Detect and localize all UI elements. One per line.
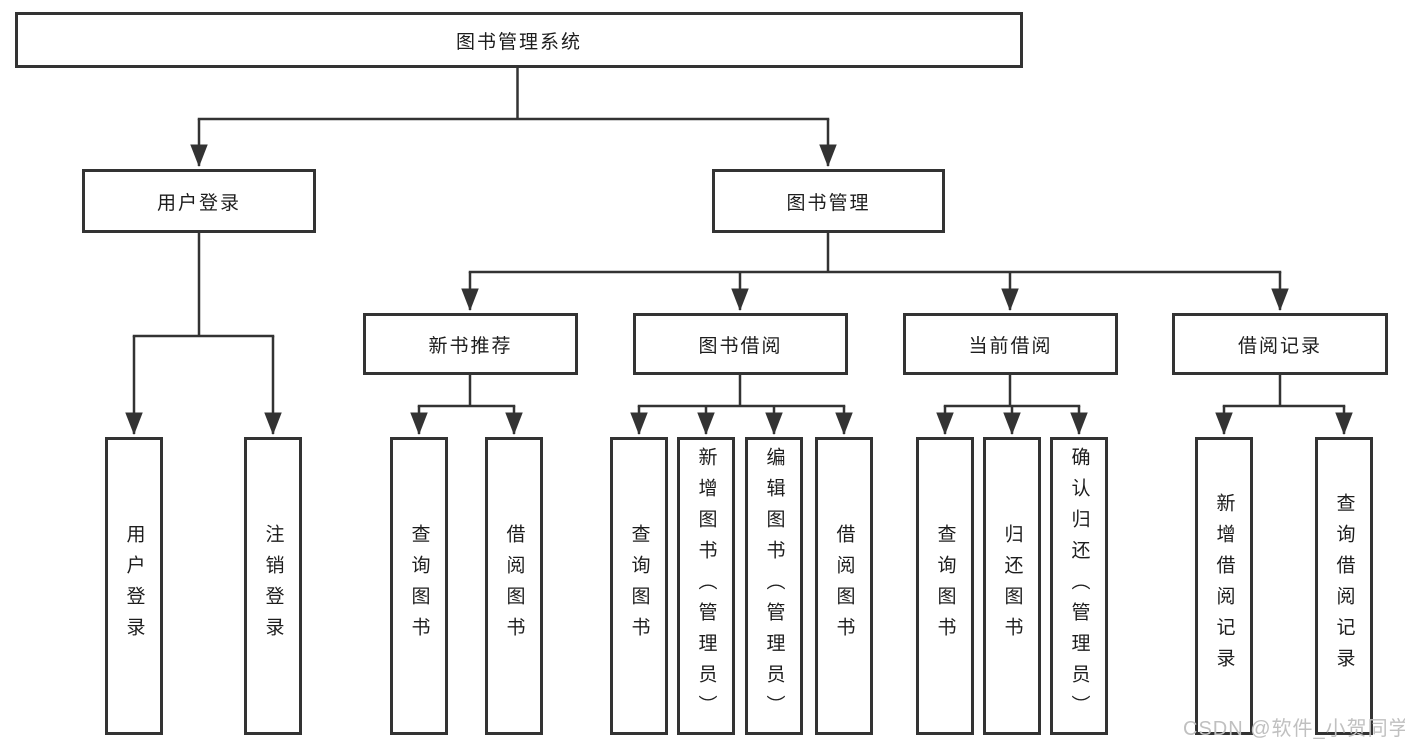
node-label: 借阅图书 bbox=[503, 524, 525, 648]
node-label: 用户登录 bbox=[123, 524, 145, 648]
leaf-query-books-current: 查询图书 bbox=[916, 437, 974, 735]
node-root: 图书管理系统 bbox=[15, 12, 1023, 68]
node-label: 确认归还（管理员） bbox=[1068, 446, 1090, 726]
leaf-return-books: 归还图书 bbox=[983, 437, 1041, 735]
node-user-login: 用户登录 bbox=[82, 169, 316, 233]
leaf-user-login: 用户登录 bbox=[105, 437, 163, 735]
leaf-query-borrow-record: 查询借阅记录 bbox=[1315, 437, 1373, 735]
node-label: 借阅记录 bbox=[1237, 335, 1322, 357]
node-label: 新增借阅记录 bbox=[1213, 493, 1235, 679]
node-borrow-records: 借阅记录 bbox=[1172, 313, 1388, 375]
node-label: 归还图书 bbox=[1001, 524, 1023, 648]
node-label: 用户登录 bbox=[156, 192, 241, 214]
node-current-borrow: 当前借阅 bbox=[903, 313, 1118, 375]
node-label: 查询图书 bbox=[628, 524, 650, 648]
csdn-watermark: CSDN @软件_小贺同学 bbox=[1183, 718, 1405, 740]
node-label: 查询图书 bbox=[408, 524, 430, 648]
node-book-borrow: 图书借阅 bbox=[633, 313, 848, 375]
leaf-add-books-admin: 新增图书（管理员） bbox=[677, 437, 735, 735]
node-book-management: 图书管理 bbox=[712, 169, 945, 233]
leaf-query-books-borrow: 查询图书 bbox=[610, 437, 668, 735]
leaf-logout: 注销登录 bbox=[244, 437, 302, 735]
leaf-add-borrow-record: 新增借阅记录 bbox=[1195, 437, 1253, 735]
node-label: 新书推荐 bbox=[428, 335, 513, 357]
node-new-book-recommend: 新书推荐 bbox=[363, 313, 578, 375]
node-label: 编辑图书（管理员） bbox=[763, 446, 785, 726]
node-label: 查询图书 bbox=[934, 524, 956, 648]
node-label: 新增图书（管理员） bbox=[695, 446, 717, 726]
node-label: 注销登录 bbox=[262, 524, 284, 648]
leaf-borrow-books: 借阅图书 bbox=[815, 437, 873, 735]
node-label: 图书借阅 bbox=[698, 335, 783, 357]
leaf-borrow-books-recommend: 借阅图书 bbox=[485, 437, 543, 735]
node-label: 图书管理系统 bbox=[455, 31, 582, 53]
leaf-confirm-return-admin: 确认归还（管理员） bbox=[1050, 437, 1108, 735]
leaf-query-books-recommend: 查询图书 bbox=[390, 437, 448, 735]
leaf-edit-books-admin: 编辑图书（管理员） bbox=[745, 437, 803, 735]
node-label: 图书管理 bbox=[786, 192, 871, 214]
node-label: 借阅图书 bbox=[833, 524, 855, 648]
node-label: 查询借阅记录 bbox=[1333, 493, 1355, 679]
node-label: 当前借阅 bbox=[968, 335, 1053, 357]
